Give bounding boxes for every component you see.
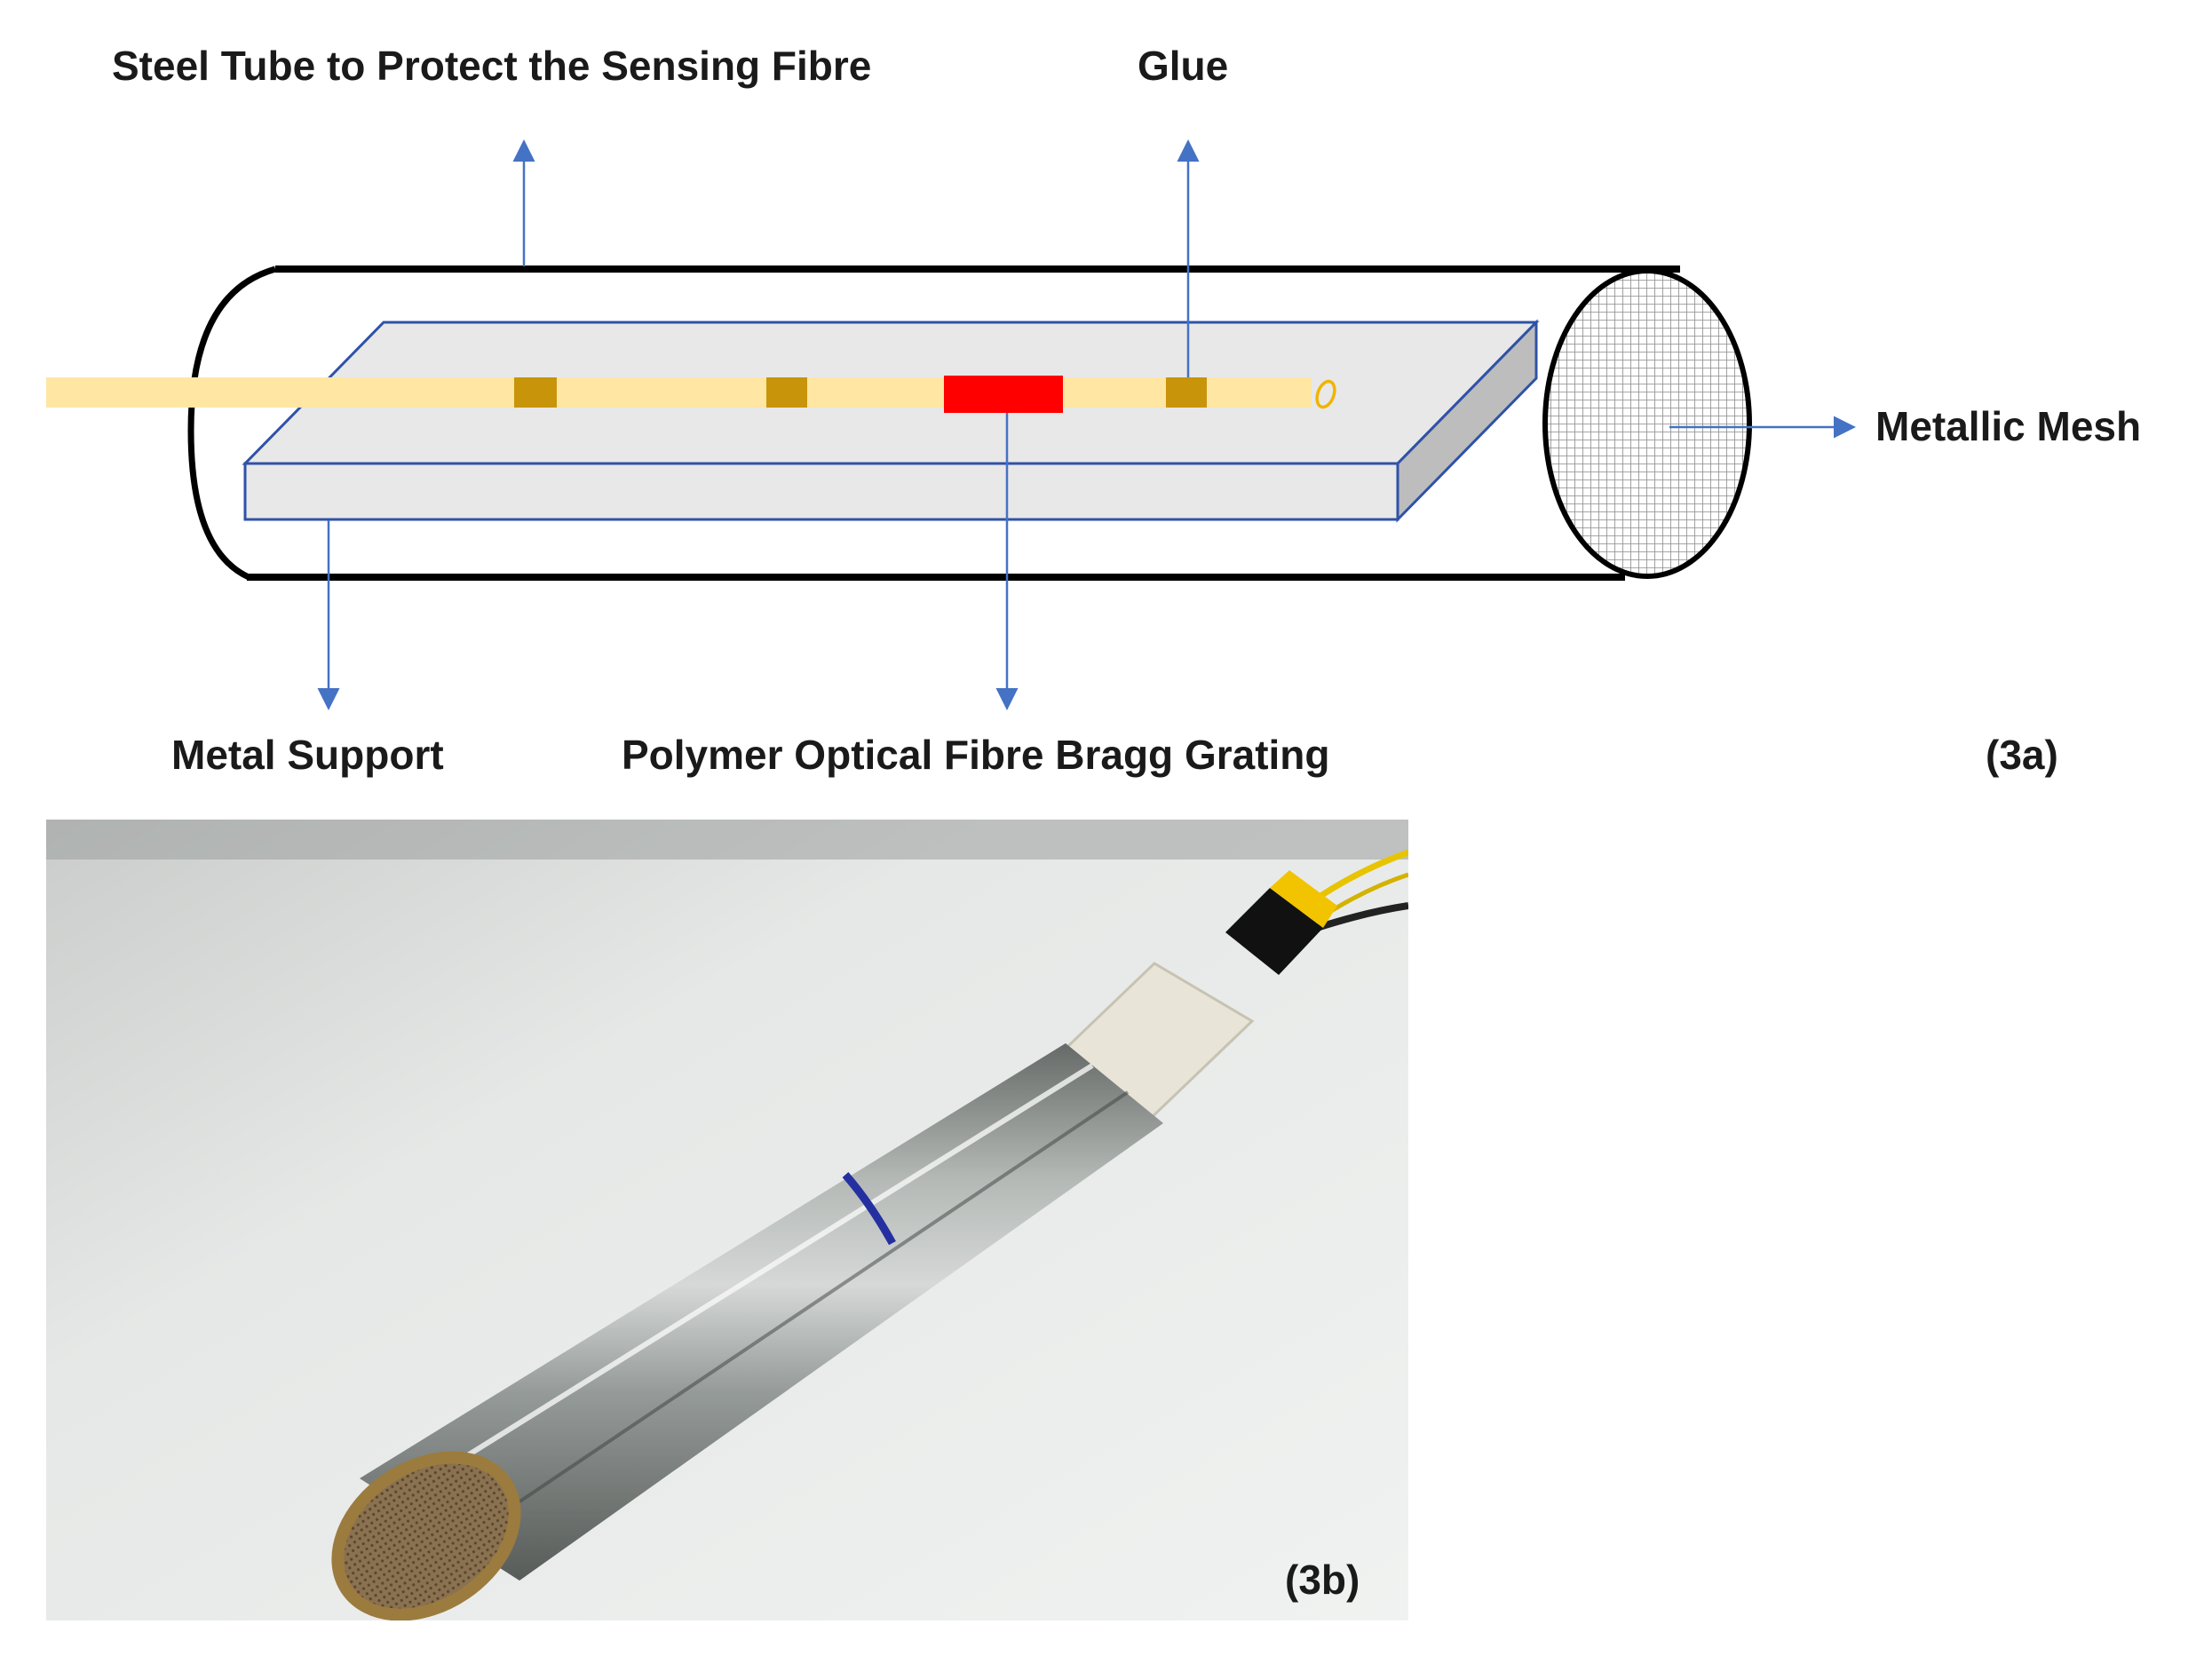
steel-tube [187, 265, 1680, 581]
connector-band [1270, 870, 1337, 928]
panel-label-3a: (3a) [1986, 732, 2058, 778]
metallic-mesh-label: Metallic Mesh [1875, 403, 2141, 449]
metallic-mesh-end [1542, 268, 1752, 579]
panel-label-3b: (3b) [1285, 1557, 1360, 1603]
blue-marker-ring [842, 1172, 896, 1246]
glue-spot [766, 377, 807, 408]
metal-support-label: Metal Support [171, 732, 444, 778]
steel-tube-label: Steel Tube to Protect the Sensing Fibre [112, 43, 871, 89]
schematic-panel: Steel Tube to Protect the Sensing Fibre … [46, 43, 2141, 778]
fibre-connector [1225, 888, 1323, 975]
photo-background [46, 820, 1408, 1620]
glue-spot [514, 377, 557, 408]
glue-label: Glue [1138, 43, 1228, 89]
mesh-end-cap [331, 1451, 521, 1620]
photo-panel: (3b) [46, 820, 1408, 1620]
bragg-grating [944, 376, 1063, 413]
pofbg-label: Polymer Optical Fibre Bragg Grating [622, 732, 1330, 778]
fibre-end [1315, 379, 1336, 409]
glue-spot [1166, 377, 1207, 408]
metal-support-plate [242, 319, 1540, 523]
optical-fibre [46, 377, 1312, 408]
steel-tube-photo [360, 1043, 1163, 1581]
